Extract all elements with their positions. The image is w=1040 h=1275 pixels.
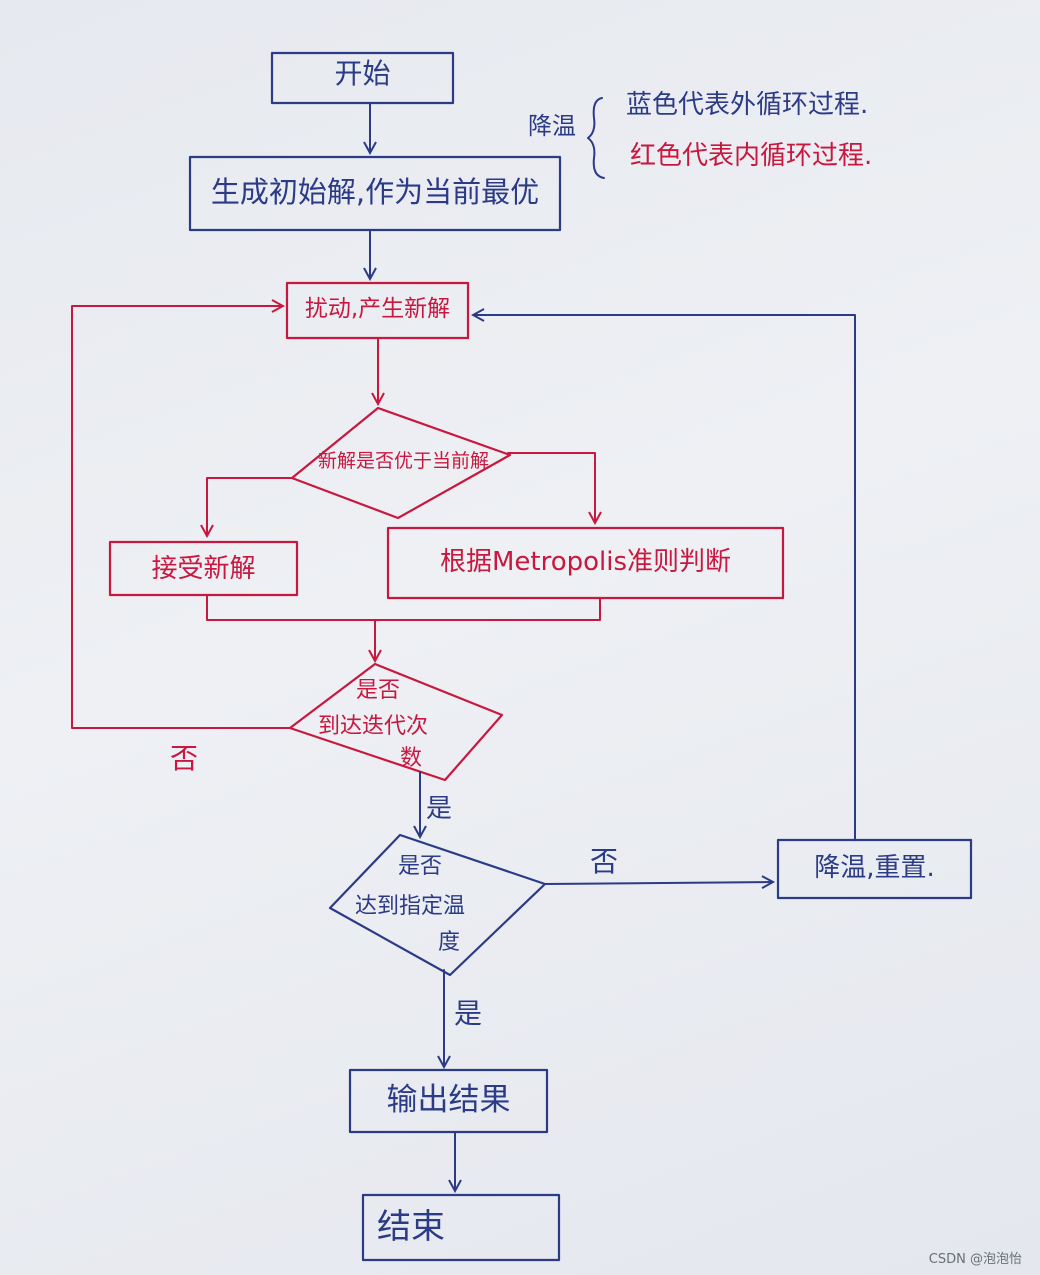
perturb-box (285, 281, 470, 340)
start-label: 开始 (334, 57, 391, 90)
metropolis-label: 根据Metropolis准则判断 (439, 547, 732, 577)
perturb-label: 扰动,产生新解 (304, 296, 451, 322)
arrow-temp-cool (544, 882, 772, 884)
init-box (188, 155, 562, 232)
iteration-label-line3: 数 (400, 746, 423, 771)
iteration-no-label: 否 (170, 742, 199, 775)
temperature-no-label: 否 (590, 845, 619, 878)
legend-red-text: 红色代表内循环过程. (630, 141, 873, 171)
legend-blue-text: 蓝色代表外循环过程. (626, 90, 869, 120)
end-label: 结束 (377, 1207, 445, 1247)
temperature-diamond (328, 833, 547, 977)
iteration-label-line1: 是否 (356, 678, 401, 703)
compare-label: 新解是否优于当前解 (318, 450, 490, 472)
cool-label: 降温,重置. (814, 853, 935, 883)
watermark: CSDN @泡泡怡 (928, 1252, 1022, 1267)
init-label: 生成初始解,作为当前最优 (210, 175, 540, 209)
output-box (348, 1068, 549, 1134)
start-box (270, 51, 455, 105)
cool-box (776, 838, 973, 900)
iteration-yes-label: 是 (426, 794, 453, 824)
arrow-cool-perturb (474, 315, 856, 840)
merge-line (206, 595, 601, 621)
iteration-diamond (288, 662, 504, 782)
end-box (361, 1193, 561, 1262)
metropolis-box (386, 526, 785, 600)
legend-brace (587, 97, 605, 179)
compare-diamond (290, 406, 512, 520)
temperature-label-line2: 达到指定温 (355, 894, 466, 919)
legend-title: 降温 (528, 112, 576, 140)
output-label: 输出结果 (386, 1082, 511, 1118)
temperature-yes-label: 是 (454, 997, 483, 1030)
temperature-label-line1: 是否 (398, 854, 443, 879)
accept-box (108, 540, 299, 597)
arrow-iter-no-loop (71, 306, 292, 729)
arrow-compare-accept (207, 477, 294, 535)
accept-label: 接受新解 (151, 554, 256, 584)
iteration-label-line2: 到达迭代次 (318, 714, 429, 739)
temperature-label-line3: 度 (438, 930, 461, 955)
arrow-compare-metropolis (507, 452, 595, 522)
